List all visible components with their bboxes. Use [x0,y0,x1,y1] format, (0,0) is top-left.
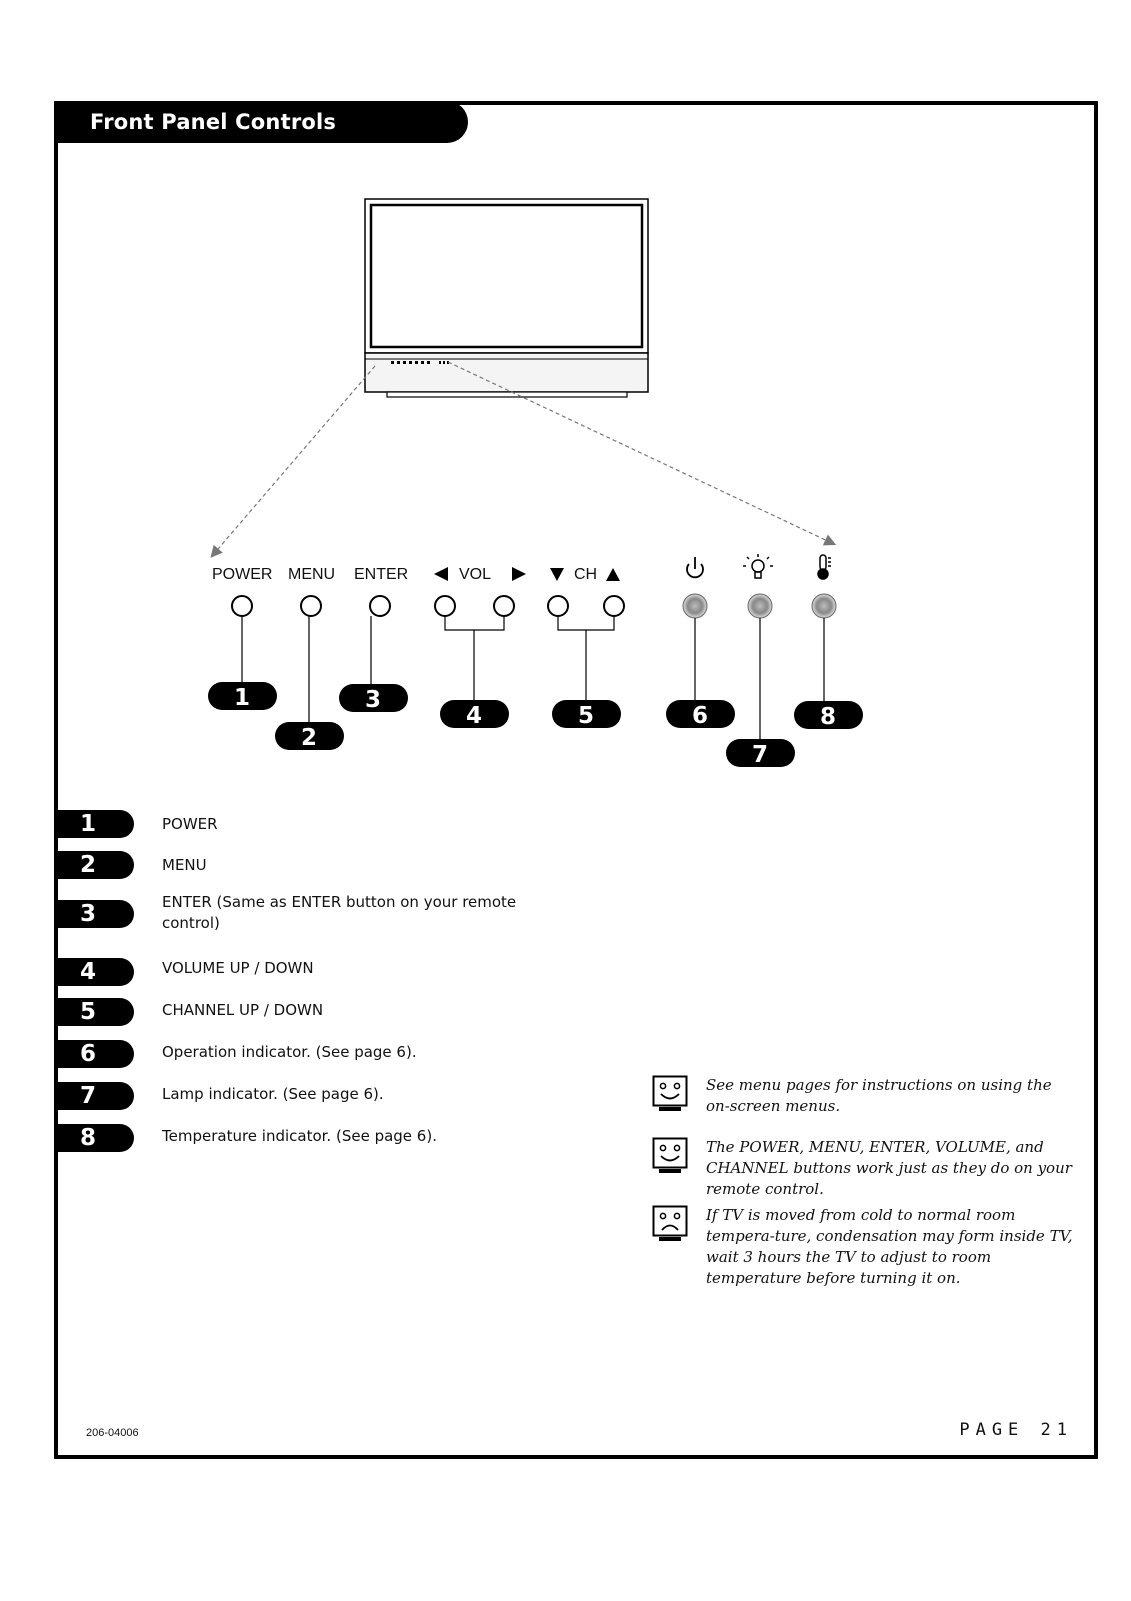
list-text: MENU [162,856,207,874]
callout-num-1: 1 [234,685,250,711]
note-text: If TV is moved from cold to normal room … [706,1206,1073,1287]
section-title: Front Panel Controls [54,101,468,143]
vol-left-arrow-icon [434,567,448,581]
page-number: PAGE 21 [959,1420,1073,1440]
label-vol: VOL [459,566,491,583]
callout-badge-3 [339,684,408,712]
happy-face-icon [652,1075,688,1111]
tv-illustration [364,198,649,398]
list-badge: 4 [56,958,134,986]
zoom-arrow-left [210,365,376,558]
list-text: CHANNEL UP / DOWN [162,1001,324,1019]
operation-indicator [682,593,708,619]
list-text: POWER [162,815,218,833]
list-badge: 3 [56,900,134,928]
page-frame [54,101,1098,1459]
callout-num-8: 8 [820,704,836,730]
list-badge: 1 [56,810,134,838]
happy-face-icon [652,1137,688,1173]
callout-num-2: 2 [301,725,317,751]
callout-badge-4 [440,700,509,728]
callout-badge-2 [275,722,344,750]
vol-down-button[interactable] [434,595,456,617]
ch-up-arrow-icon [606,568,620,581]
lamp-symbol-icon [743,554,773,579]
callout-badge-8 [794,701,863,729]
label-ch: CH [574,566,597,583]
label-enter: ENTER [354,566,408,583]
list-badge: 5 [56,998,134,1026]
callout-num-3: 3 [365,687,381,713]
callout-num-7: 7 [752,742,768,768]
label-power: POWER [212,566,272,583]
callout-num-4: 4 [466,703,482,729]
note-text: The POWER, MENU, ENTER, VOLUME, and CHAN… [706,1138,1072,1198]
label-menu: MENU [288,566,335,583]
power-symbol-icon [686,557,704,579]
callout-num-5: 5 [578,703,594,729]
lamp-indicator [747,593,773,619]
temperature-indicator [811,593,837,619]
callout-badge-6 [666,700,735,728]
callout-badge-5 [552,700,621,728]
ch-up-button[interactable] [603,595,625,617]
list-text: Operation indicator. (See page 6). [162,1043,417,1061]
list-text: VOLUME UP / DOWN [162,959,314,977]
zoom-arrow-right [447,361,837,546]
power-button[interactable] [231,595,253,617]
callout-badge-1 [208,682,277,710]
vol-up-button[interactable] [493,595,515,617]
list-text: Lamp indicator. (See page 6). [162,1085,384,1103]
enter-button[interactable] [369,595,391,617]
thermometer-symbol-icon [817,554,831,580]
list-text: ENTER (Same as ENTER button on your remo… [162,893,517,932]
vol-right-arrow-icon [512,567,526,581]
ch-down-button[interactable] [547,595,569,617]
list-badge: 6 [56,1040,134,1068]
list-badge: 8 [56,1124,134,1152]
list-text: Temperature indicator. (See page 6). [162,1127,437,1145]
callout-num-6: 6 [692,703,708,729]
front-panel-diagram: POWER MENU ENTER VOL CH [208,198,863,768]
list-badge: 2 [56,851,134,879]
menu-button[interactable] [300,595,322,617]
note-text: See menu pages for instructions on using… [706,1076,1052,1115]
document-code: 206-04006 [86,1427,139,1439]
ch-down-arrow-icon [550,568,564,581]
callout-badge-7 [726,739,795,767]
list-badge: 7 [56,1082,134,1110]
sad-face-icon [652,1205,688,1241]
